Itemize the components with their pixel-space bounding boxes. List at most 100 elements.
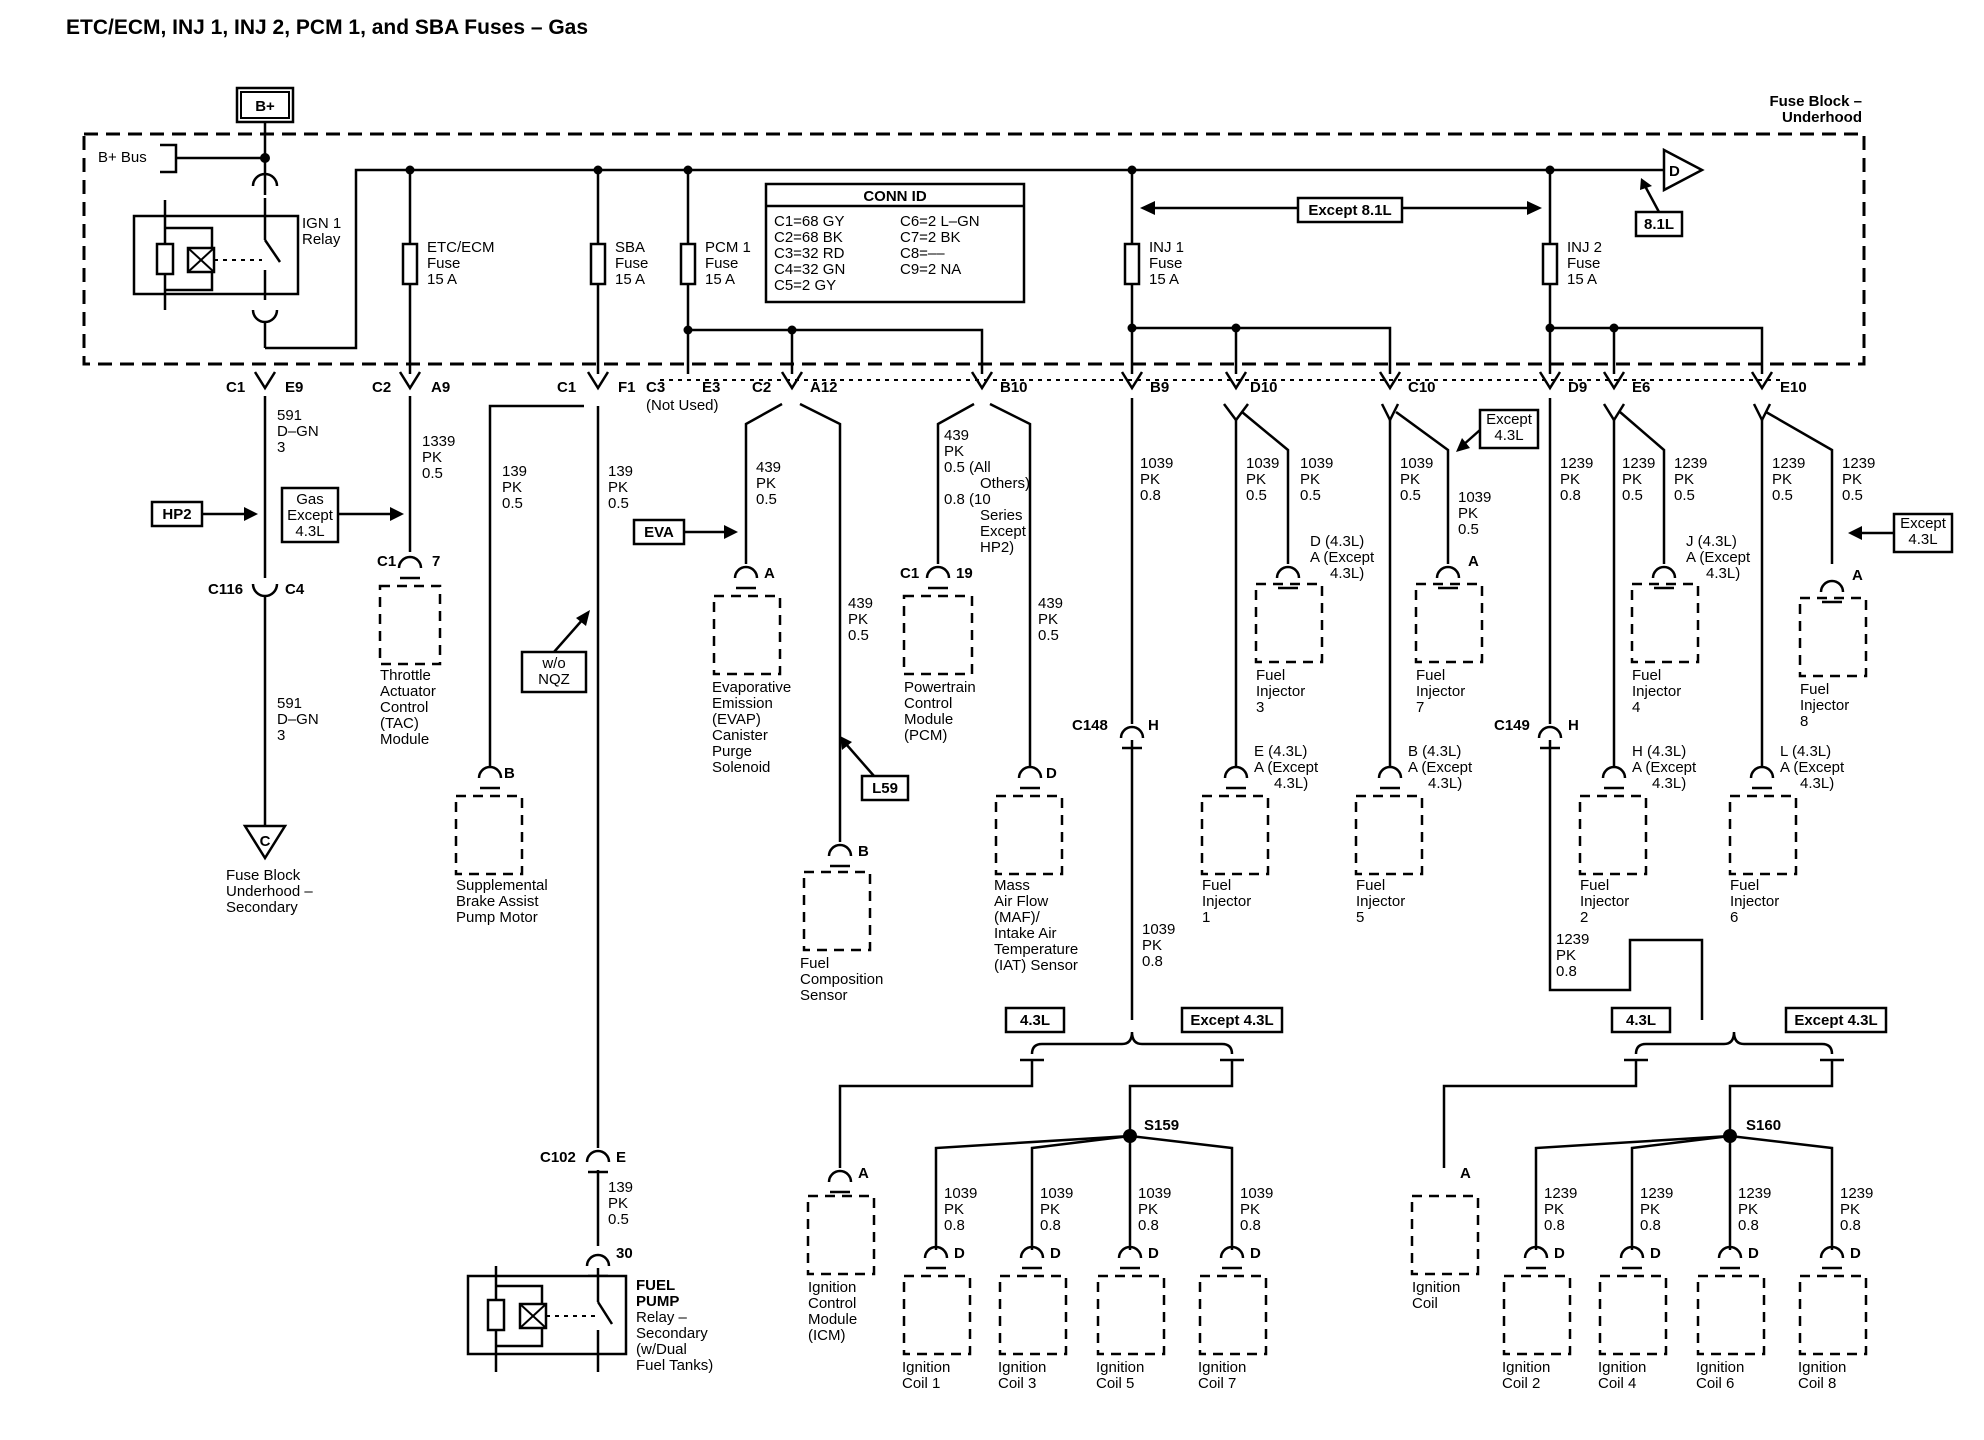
svg-text:30: 30 bbox=[616, 1245, 633, 1262]
fuse-etc-ecm bbox=[401, 242, 419, 286]
conn-id-table bbox=[764, 182, 1026, 304]
svg-text:4.3L): 4.3L) bbox=[1274, 775, 1308, 792]
svg-text:FUEL: FUEL bbox=[636, 1277, 675, 1294]
svg-text:CONN ID: CONN ID bbox=[863, 188, 927, 205]
svg-text:E6: E6 bbox=[1632, 379, 1650, 396]
svg-text:E: E bbox=[616, 1149, 626, 1166]
svg-text:PK: PK bbox=[1246, 471, 1266, 488]
svg-text:C2: C2 bbox=[372, 379, 391, 396]
svg-text:D10: D10 bbox=[1250, 379, 1278, 396]
svg-text:PCM 1: PCM 1 bbox=[705, 239, 751, 256]
svg-text:D–GN: D–GN bbox=[277, 423, 319, 440]
svg-text:Fuel: Fuel bbox=[1202, 877, 1231, 894]
svg-text:(TAC): (TAC) bbox=[380, 715, 419, 732]
svg-text:Injector: Injector bbox=[1800, 697, 1849, 714]
svg-text:A: A bbox=[1460, 1165, 1471, 1182]
svg-text:H (4.3L): H (4.3L) bbox=[1632, 743, 1686, 760]
svg-text:C6=2 L–GN: C6=2 L–GN bbox=[900, 213, 980, 230]
svg-text:PK: PK bbox=[1640, 1201, 1660, 1218]
svg-text:PK: PK bbox=[1772, 471, 1792, 488]
svg-text:Injector: Injector bbox=[1356, 893, 1405, 910]
connector-socket bbox=[1019, 1245, 1045, 1259]
svg-text:Ignition: Ignition bbox=[1598, 1359, 1646, 1376]
svg-text:1339: 1339 bbox=[422, 433, 455, 450]
connector-socket bbox=[1749, 765, 1775, 779]
fuse-pcm1 bbox=[679, 242, 697, 286]
svg-text:INJ 1: INJ 1 bbox=[1149, 239, 1184, 256]
label-81: 8.1L bbox=[1644, 216, 1674, 233]
svg-text:Coil 5: Coil 5 bbox=[1096, 1375, 1134, 1392]
svg-text:(PCM): (PCM) bbox=[904, 727, 947, 744]
except-81: Except 8.1L bbox=[1308, 202, 1391, 219]
option-except43-right: Except 4.3L bbox=[1794, 1012, 1877, 1029]
svg-text:H: H bbox=[1148, 717, 1159, 734]
ignition-coil-3 bbox=[998, 1274, 1068, 1356]
svg-text:C10: C10 bbox=[1408, 379, 1436, 396]
svg-text:Fuel: Fuel bbox=[1580, 877, 1609, 894]
svg-text:B10: B10 bbox=[1000, 379, 1028, 396]
svg-text:PK: PK bbox=[1038, 611, 1058, 628]
svg-text:0.5: 0.5 bbox=[1300, 487, 1321, 504]
svg-text:15 A: 15 A bbox=[1149, 271, 1179, 288]
ignition-coil-1 bbox=[902, 1274, 972, 1356]
fuel-injector-8 bbox=[1798, 596, 1868, 678]
svg-text:D9: D9 bbox=[1568, 379, 1587, 396]
fuel-injector-5 bbox=[1354, 794, 1424, 876]
svg-text:3: 3 bbox=[277, 727, 285, 744]
svg-text:S160: S160 bbox=[1746, 1117, 1781, 1134]
relay-label: IGN 1 bbox=[302, 215, 341, 232]
connector-fork bbox=[1224, 371, 1248, 391]
svg-text:Ignition: Ignition bbox=[998, 1359, 1046, 1376]
svg-text:A: A bbox=[1852, 567, 1863, 584]
connector-socket bbox=[1523, 1245, 1549, 1259]
svg-text:Canister: Canister bbox=[712, 727, 768, 744]
svg-text:Throttle: Throttle bbox=[380, 667, 431, 684]
svg-text:1239: 1239 bbox=[1544, 1185, 1577, 1202]
svg-text:Fuse: Fuse bbox=[615, 255, 648, 272]
fuse-inj1 bbox=[1123, 242, 1141, 286]
svg-text:1039: 1039 bbox=[1240, 1185, 1273, 1202]
svg-text:0.5 (All: 0.5 (All bbox=[944, 459, 991, 476]
connector-socket bbox=[923, 1245, 949, 1259]
svg-text:D: D bbox=[1046, 765, 1057, 782]
connector-socket bbox=[1651, 565, 1677, 579]
svg-text:B9: B9 bbox=[1150, 379, 1169, 396]
svg-text:Fuse: Fuse bbox=[1567, 255, 1600, 272]
svg-text:PK: PK bbox=[1842, 471, 1862, 488]
svg-text:PUMP: PUMP bbox=[636, 1293, 679, 1310]
fuel-injector-7 bbox=[1414, 582, 1484, 664]
connector-socket bbox=[1119, 725, 1145, 739]
connector-socket bbox=[397, 555, 423, 569]
svg-text:0.5: 0.5 bbox=[1622, 487, 1643, 504]
connector-socket bbox=[733, 565, 759, 579]
svg-text:0.8: 0.8 bbox=[1140, 487, 1161, 504]
svg-text:C1=68 GY: C1=68 GY bbox=[774, 213, 844, 230]
svg-text:Fuel: Fuel bbox=[1356, 877, 1385, 894]
option-wo-nqz: w/o bbox=[541, 655, 565, 672]
svg-text:D: D bbox=[954, 1245, 965, 1262]
svg-text:Coil: Coil bbox=[1412, 1295, 1438, 1312]
option-gas-except: Gas bbox=[296, 491, 324, 508]
svg-text:0.8 (10: 0.8 (10 bbox=[944, 491, 991, 508]
svg-text:Solenoid: Solenoid bbox=[712, 759, 770, 776]
svg-text:Pump Motor: Pump Motor bbox=[456, 909, 538, 926]
svg-text:Control: Control bbox=[904, 695, 952, 712]
connector-socket bbox=[585, 1149, 611, 1163]
svg-text:A: A bbox=[764, 565, 775, 582]
svg-text:Except: Except bbox=[980, 523, 1027, 540]
svg-text:(Not Used): (Not Used) bbox=[646, 397, 719, 414]
svg-text:PK: PK bbox=[502, 479, 522, 496]
svg-text:PK: PK bbox=[1840, 1201, 1860, 1218]
svg-text:C1: C1 bbox=[226, 379, 245, 396]
svg-text:4.3L: 4.3L bbox=[1908, 531, 1937, 548]
svg-text:S159: S159 bbox=[1144, 1117, 1179, 1134]
svg-text:C7=2 BK: C7=2 BK bbox=[900, 229, 960, 246]
evap-solenoid bbox=[712, 594, 782, 676]
connector-fork bbox=[1120, 371, 1144, 391]
svg-text:HP2): HP2) bbox=[980, 539, 1014, 556]
svg-text:Injector: Injector bbox=[1202, 893, 1251, 910]
svg-text:C116: C116 bbox=[208, 581, 243, 598]
svg-text:PK: PK bbox=[608, 1195, 628, 1212]
svg-text:Fuel Tanks): Fuel Tanks) bbox=[636, 1357, 713, 1374]
